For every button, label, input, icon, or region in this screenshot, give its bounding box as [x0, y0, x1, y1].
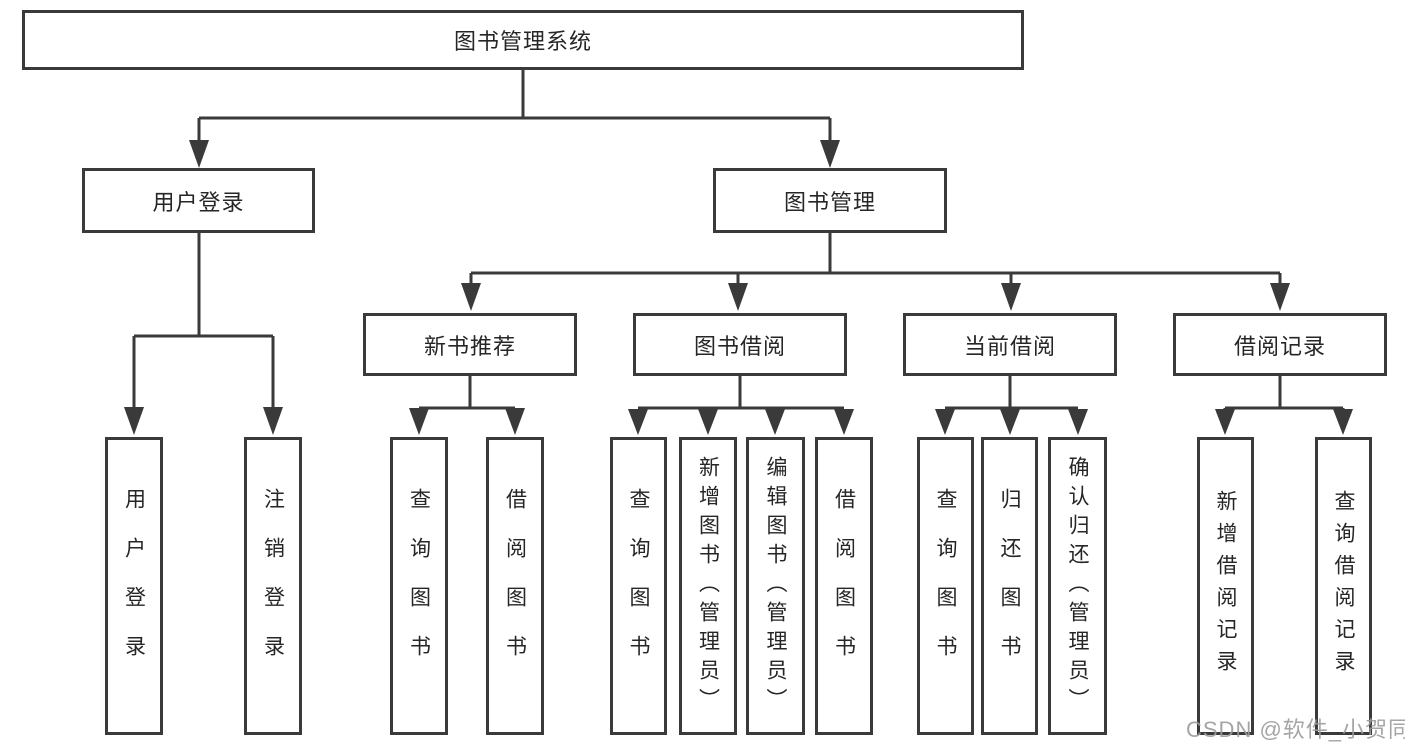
arrowhead-icon: [461, 283, 481, 311]
arrowhead-icon: [1000, 409, 1020, 435]
leaf-return-books-label: 归还图书: [998, 488, 1021, 684]
leaf-logout: 注销登录: [244, 437, 302, 735]
connector-recommend-branch: [417, 376, 517, 414]
node-user-login-label: 用户登录: [152, 189, 245, 215]
leaf-borrow-books-label: 借阅图书: [832, 488, 856, 684]
arrowhead-icon: [1333, 409, 1353, 435]
leaf-add-loan-record: 新增借阅记录: [1197, 437, 1254, 735]
arrowhead-icon: [263, 407, 283, 435]
node-new-book-recommend: 新书推荐: [363, 313, 577, 376]
arrowhead-icon: [1270, 283, 1290, 311]
node-current-loans-label: 当前借阅: [963, 333, 1056, 359]
leaf-query-books-borrow-label: 查询图书: [627, 488, 650, 684]
connector-root: [197, 70, 832, 146]
leaf-query-loan-record: 查询借阅记录: [1315, 437, 1372, 735]
leaf-borrow-books: 借阅图书: [815, 437, 873, 735]
node-root-label: 图书管理系统: [453, 29, 592, 54]
connector-management-branch: [469, 233, 1282, 288]
csdn-watermark: CSDN @软件_小贺同学: [1186, 717, 1405, 742]
arrowhead-icon: [628, 409, 648, 435]
arrowhead-icon: [834, 409, 854, 435]
leaf-edit-books-admin-label: 编辑图书（管理员）: [764, 455, 787, 717]
leaf-borrow-books-recommend-label: 借阅图书: [503, 488, 527, 684]
leaf-edit-books-admin: 编辑图书（管理员）: [746, 437, 805, 735]
arrowhead-icon: [1215, 409, 1235, 435]
leaf-query-books-borrow: 查询图书: [610, 437, 667, 735]
arrowhead-icon: [820, 140, 840, 168]
leaf-logout-label: 注销登录: [261, 488, 285, 684]
connector-current-branch: [945, 376, 1078, 414]
node-current-loans: 当前借阅: [903, 313, 1117, 376]
arrowhead-icon: [728, 283, 748, 311]
leaf-query-books-current-label: 查询图书: [934, 488, 957, 684]
arrowhead-icon: [124, 407, 144, 435]
node-loan-records-label: 借阅记录: [1233, 333, 1326, 359]
leaf-query-books-recommend: 查询图书: [390, 437, 448, 735]
leaf-add-loan-record-label: 新增借阅记录: [1214, 490, 1237, 682]
arrowhead-icon: [1001, 283, 1021, 311]
leaf-user-login-label: 用户登录: [122, 488, 146, 684]
arrowhead-icon: [1068, 409, 1088, 435]
leaf-confirm-return-admin-label: 确认归还（管理员）: [1066, 455, 1089, 717]
arrowhead-icon: [189, 140, 209, 168]
leaf-add-books-admin-label: 新增图书（管理员）: [696, 455, 720, 717]
arrowhead-icon: [409, 408, 429, 435]
leaf-return-books: 归还图书: [981, 437, 1038, 735]
arrowhead-icon: [765, 409, 785, 435]
arrowhead-icon: [935, 409, 955, 435]
leaf-add-books-admin: 新增图书（管理员）: [679, 437, 737, 735]
node-book-management: 图书管理: [713, 168, 947, 233]
connector-login-branch: [132, 233, 275, 412]
node-user-login: 用户登录: [82, 168, 315, 233]
node-book-management-label: 图书管理: [783, 189, 876, 215]
leaf-query-books-current: 查询图书: [917, 437, 974, 735]
arrowhead-icon: [505, 408, 525, 435]
node-loan-records: 借阅记录: [1173, 313, 1387, 376]
leaf-query-books-recommend-label: 查询图书: [407, 488, 431, 684]
leaf-query-loan-record-label: 查询借阅记录: [1332, 490, 1355, 682]
leaf-borrow-books-recommend: 借阅图书: [486, 437, 544, 735]
node-book-borrow: 图书借阅: [633, 313, 847, 376]
connector-borrow-branch: [638, 376, 844, 414]
leaf-user-login: 用户登录: [105, 437, 163, 735]
node-new-book-recommend-label: 新书推荐: [423, 333, 516, 359]
leaf-confirm-return-admin: 确认归还（管理员）: [1048, 437, 1107, 735]
connector-records-branch: [1223, 376, 1345, 414]
arrowhead-icon: [698, 409, 718, 435]
node-book-borrow-label: 图书借阅: [693, 333, 786, 359]
node-root: 图书管理系统: [22, 10, 1024, 70]
